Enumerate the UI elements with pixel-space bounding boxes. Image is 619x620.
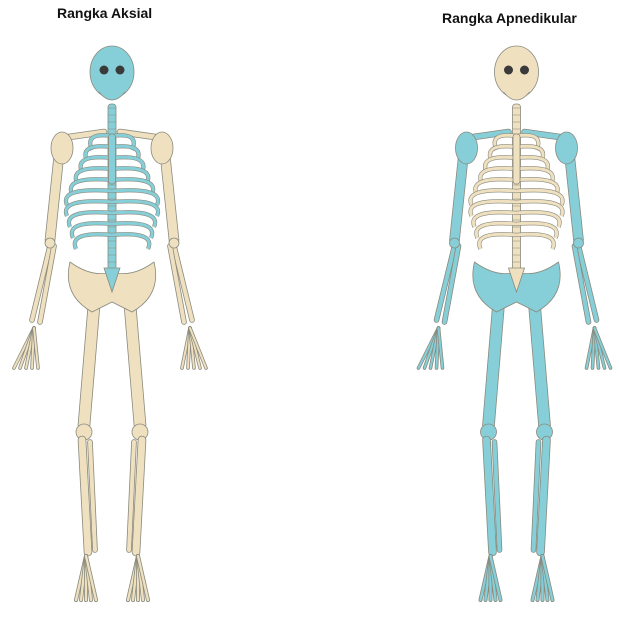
right-elbow [169,238,179,248]
axial-skeleton-figure [0,40,210,620]
left-eye-socket [100,66,109,75]
sternum [109,134,116,184]
appendicular-skeleton-figure [402,40,617,620]
appendicular-skeleton-title: Rangka Apnedikular [442,10,577,26]
right-femur [535,305,545,425]
left-elbow [450,238,460,248]
axial-skeleton-title: Rangka Aksial [57,5,152,21]
skull [90,46,134,98]
left-femur [84,305,94,425]
mandible [504,92,530,100]
left-femur [489,305,499,425]
sternum [513,134,520,184]
right-elbow [574,238,584,248]
right-scapula [151,132,173,164]
left-scapula [51,132,73,164]
mandible [99,92,125,100]
left-eye-socket [504,66,513,75]
left-elbow [45,238,55,248]
right-eye-socket [116,66,125,75]
right-scapula [556,132,578,164]
skull [495,46,539,98]
left-scapula [456,132,478,164]
right-femur [130,305,140,425]
right-eye-socket [520,66,529,75]
